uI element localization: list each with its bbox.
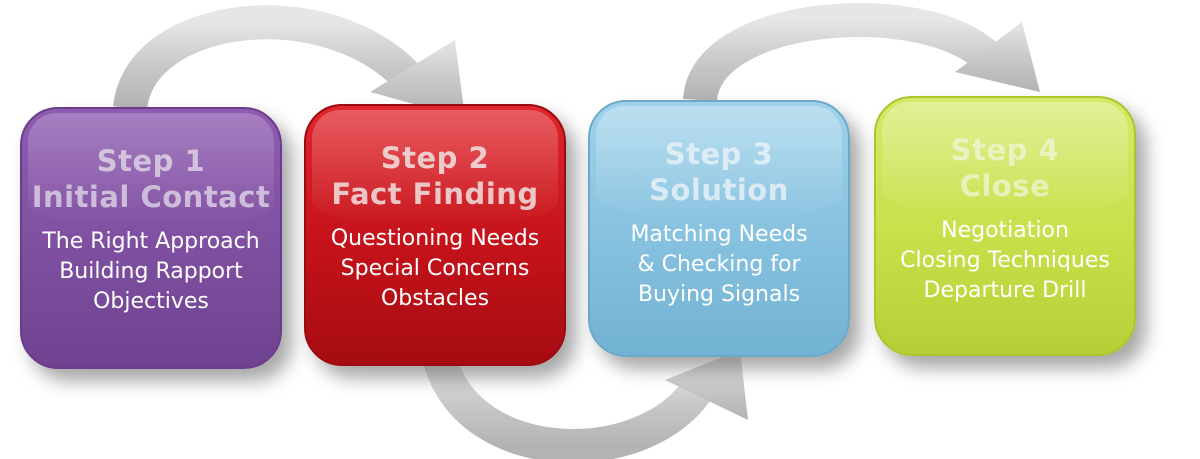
step-number: Step 4 — [950, 133, 1060, 167]
step-number: Step 1 — [96, 144, 206, 178]
step-description-line: Closing Techniques — [900, 248, 1110, 273]
step-description-line: Special Concerns — [340, 256, 530, 281]
arrow-step3-to-step4 — [683, 3, 1040, 103]
step-description-line: Obstacles — [380, 286, 490, 311]
step-description: Negotiation Closing Techniques Departure… — [876, 216, 1134, 306]
arrow-step2-to-step3 — [423, 350, 748, 459]
step-title: Close — [959, 169, 1051, 203]
step-description-line: Questioning Needs — [330, 226, 540, 251]
step-description-line: & Checking for — [637, 252, 801, 277]
step-4-box: Step 4 Close Negotiation Closing Techniq… — [874, 96, 1136, 356]
step-title: Solution — [649, 173, 789, 207]
step-description-line: Objectives — [93, 289, 209, 314]
step-1-box: Step 1 Initial Contact The Right Approac… — [20, 107, 282, 369]
arrow-step1-to-step2 — [113, 5, 465, 118]
step-description-line: The Right Approach — [42, 229, 260, 254]
step-2-box: Step 2 Fact Finding Questioning Needs Sp… — [304, 104, 566, 366]
step-title: Fact Finding — [331, 177, 539, 211]
step-description: The Right Approach Building Rapport Obje… — [22, 227, 280, 317]
step-description-line: Building Rapport — [59, 259, 243, 284]
step-number: Step 2 — [380, 141, 490, 175]
step-number: Step 3 — [664, 137, 774, 171]
step-title: Initial Contact — [31, 180, 271, 214]
step-description-line: Negotiation — [941, 218, 1069, 243]
step-description-line: Matching Needs — [630, 222, 808, 247]
step-3-box: Step 3 Solution Matching Needs & Checkin… — [588, 100, 850, 357]
step-description-line: Departure Drill — [923, 278, 1087, 303]
step-description-line: Buying Signals — [637, 282, 801, 307]
step-description: Questioning Needs Special Concerns Obsta… — [306, 224, 564, 314]
step-description: Matching Needs & Checking for Buying Sig… — [590, 220, 848, 310]
